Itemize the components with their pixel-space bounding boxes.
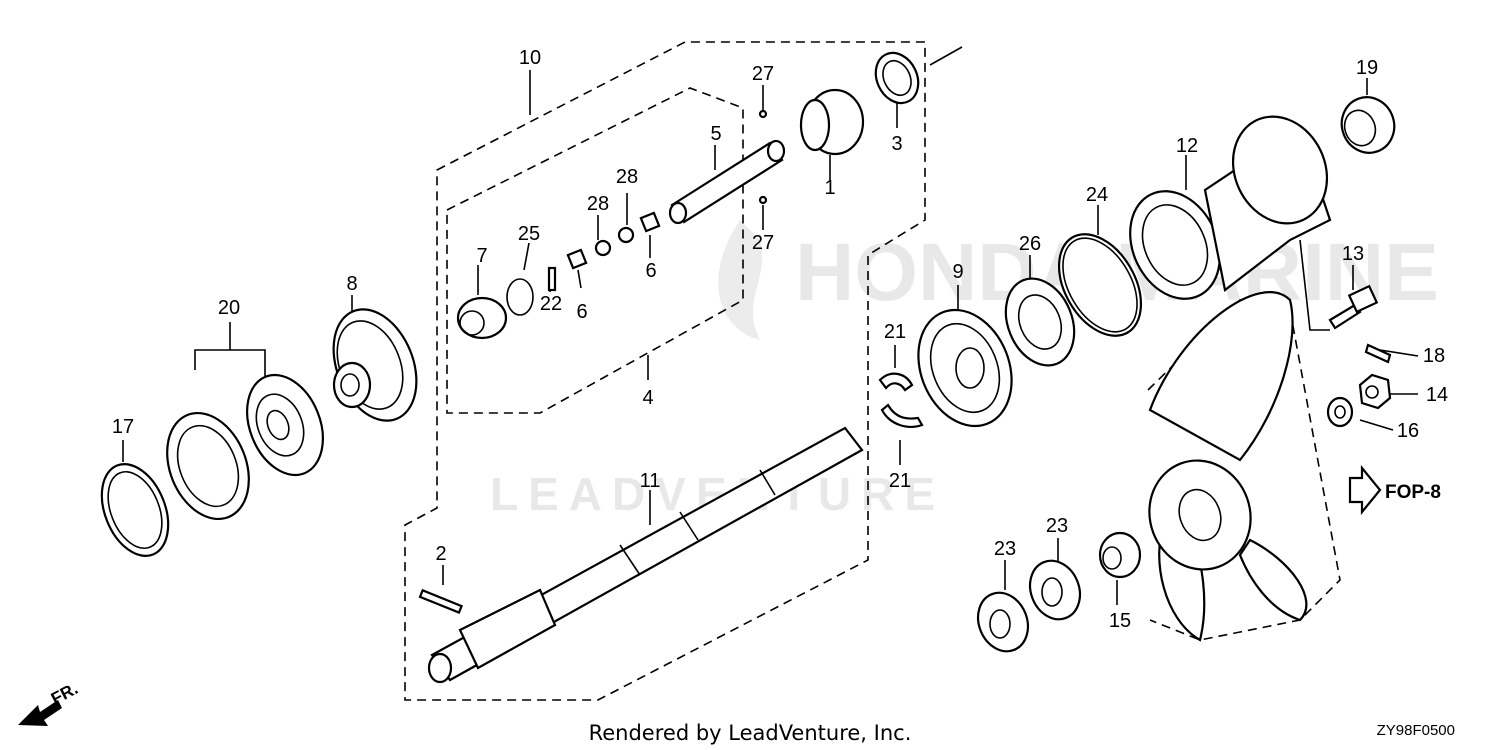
- part-23-seal: [1028, 559, 1082, 621]
- part-3-ring: [874, 51, 920, 105]
- callout-27a: 27: [752, 63, 774, 85]
- part-27-pin: [758, 195, 768, 205]
- part-9-gear: [917, 308, 1013, 428]
- part-14-nut: [1358, 373, 1392, 410]
- assembly-4-outline: [446, 87, 744, 414]
- watermark-flame-icon: [718, 220, 763, 340]
- callout-17: 17: [112, 416, 134, 438]
- part-17-ring: [100, 462, 170, 558]
- callout-19: 19: [1356, 57, 1378, 79]
- part-12-bearing-holder: [1129, 115, 1332, 300]
- part-28-ball: [617, 226, 635, 244]
- propeller: [1148, 291, 1308, 642]
- footer-credit: Rendered by LeadVenture, Inc.: [589, 721, 912, 745]
- part-7-cap: [456, 296, 508, 340]
- reference-link-fop-8[interactable]: FOP-8: [1348, 464, 1441, 516]
- part-22-pin: [547, 266, 557, 292]
- callout-6a: 6: [576, 301, 587, 323]
- part-21-ring: [878, 372, 924, 428]
- callout-5: 5: [710, 123, 721, 145]
- callout-4: 4: [642, 387, 653, 409]
- callout-25: 25: [518, 223, 540, 245]
- part-6-spring: [566, 211, 661, 270]
- callout-27b: 27: [752, 232, 774, 254]
- callout-13: 13: [1342, 243, 1364, 265]
- part-8-gear: [332, 308, 418, 422]
- callout-2: 2: [435, 543, 446, 565]
- callout-22: 22: [540, 293, 562, 315]
- callout-21a: 21: [884, 321, 906, 343]
- callout-7: 7: [476, 245, 487, 267]
- part-28-ball: [594, 239, 612, 257]
- callout-14: 14: [1426, 384, 1448, 406]
- callout-28b: 28: [616, 166, 638, 188]
- part-25-clip: [506, 278, 534, 316]
- part-5-shaft: [668, 139, 786, 225]
- callout-3: 3: [891, 133, 902, 155]
- leader-lines: [122, 46, 1419, 605]
- callout-26: 26: [1019, 233, 1041, 255]
- part-13-bolt: [1328, 284, 1379, 330]
- part-20-race: [166, 411, 250, 521]
- diagram-code: ZY98F0500: [1377, 722, 1455, 739]
- callout-6b: 6: [645, 260, 656, 282]
- callout-10: 10: [519, 47, 541, 69]
- callout-12: 12: [1176, 135, 1198, 157]
- callout-23a: 23: [994, 538, 1016, 560]
- callout-28a: 28: [587, 193, 609, 215]
- part-23-seal: [976, 591, 1030, 653]
- callout-16: 16: [1397, 420, 1419, 442]
- part-27-pin: [758, 109, 768, 119]
- callout-23b: 23: [1046, 515, 1068, 537]
- callout-8: 8: [346, 273, 357, 295]
- part-16-washer: [1326, 396, 1354, 428]
- assembly-10-outline: [404, 41, 926, 701]
- part-11-propeller-shaft: [427, 426, 864, 684]
- part-15-spacer: [1098, 531, 1142, 579]
- part-26-bearing: [1004, 277, 1076, 367]
- callout-11: 11: [640, 470, 661, 492]
- callout-24: 24: [1086, 184, 1108, 206]
- callout-18: 18: [1423, 345, 1445, 367]
- part-2-pin: [418, 588, 464, 615]
- part-19-bearing: [1340, 96, 1396, 154]
- callout-20: 20: [218, 297, 240, 319]
- callout-15: 15: [1109, 610, 1131, 632]
- callout-1: 1: [824, 177, 835, 199]
- callout-9: 9: [952, 261, 963, 283]
- front-direction-indicator: FR.: [18, 679, 81, 726]
- reference-link-label: FOP-8: [1385, 482, 1441, 503]
- right-arrow-icon: [1348, 464, 1382, 516]
- callout-21b: 21: [889, 470, 911, 492]
- callout-labels: 1 2 3 4 5 6 6 7 8 9 10 11 12 13 14 15 16…: [112, 47, 1448, 632]
- part-18-cotter-pin: [1364, 343, 1392, 364]
- part-1-clutch: [799, 88, 865, 156]
- part-24-o-ring: [1057, 233, 1143, 337]
- front-arrow-icon: [18, 700, 62, 726]
- part-20-bearing: [246, 373, 324, 477]
